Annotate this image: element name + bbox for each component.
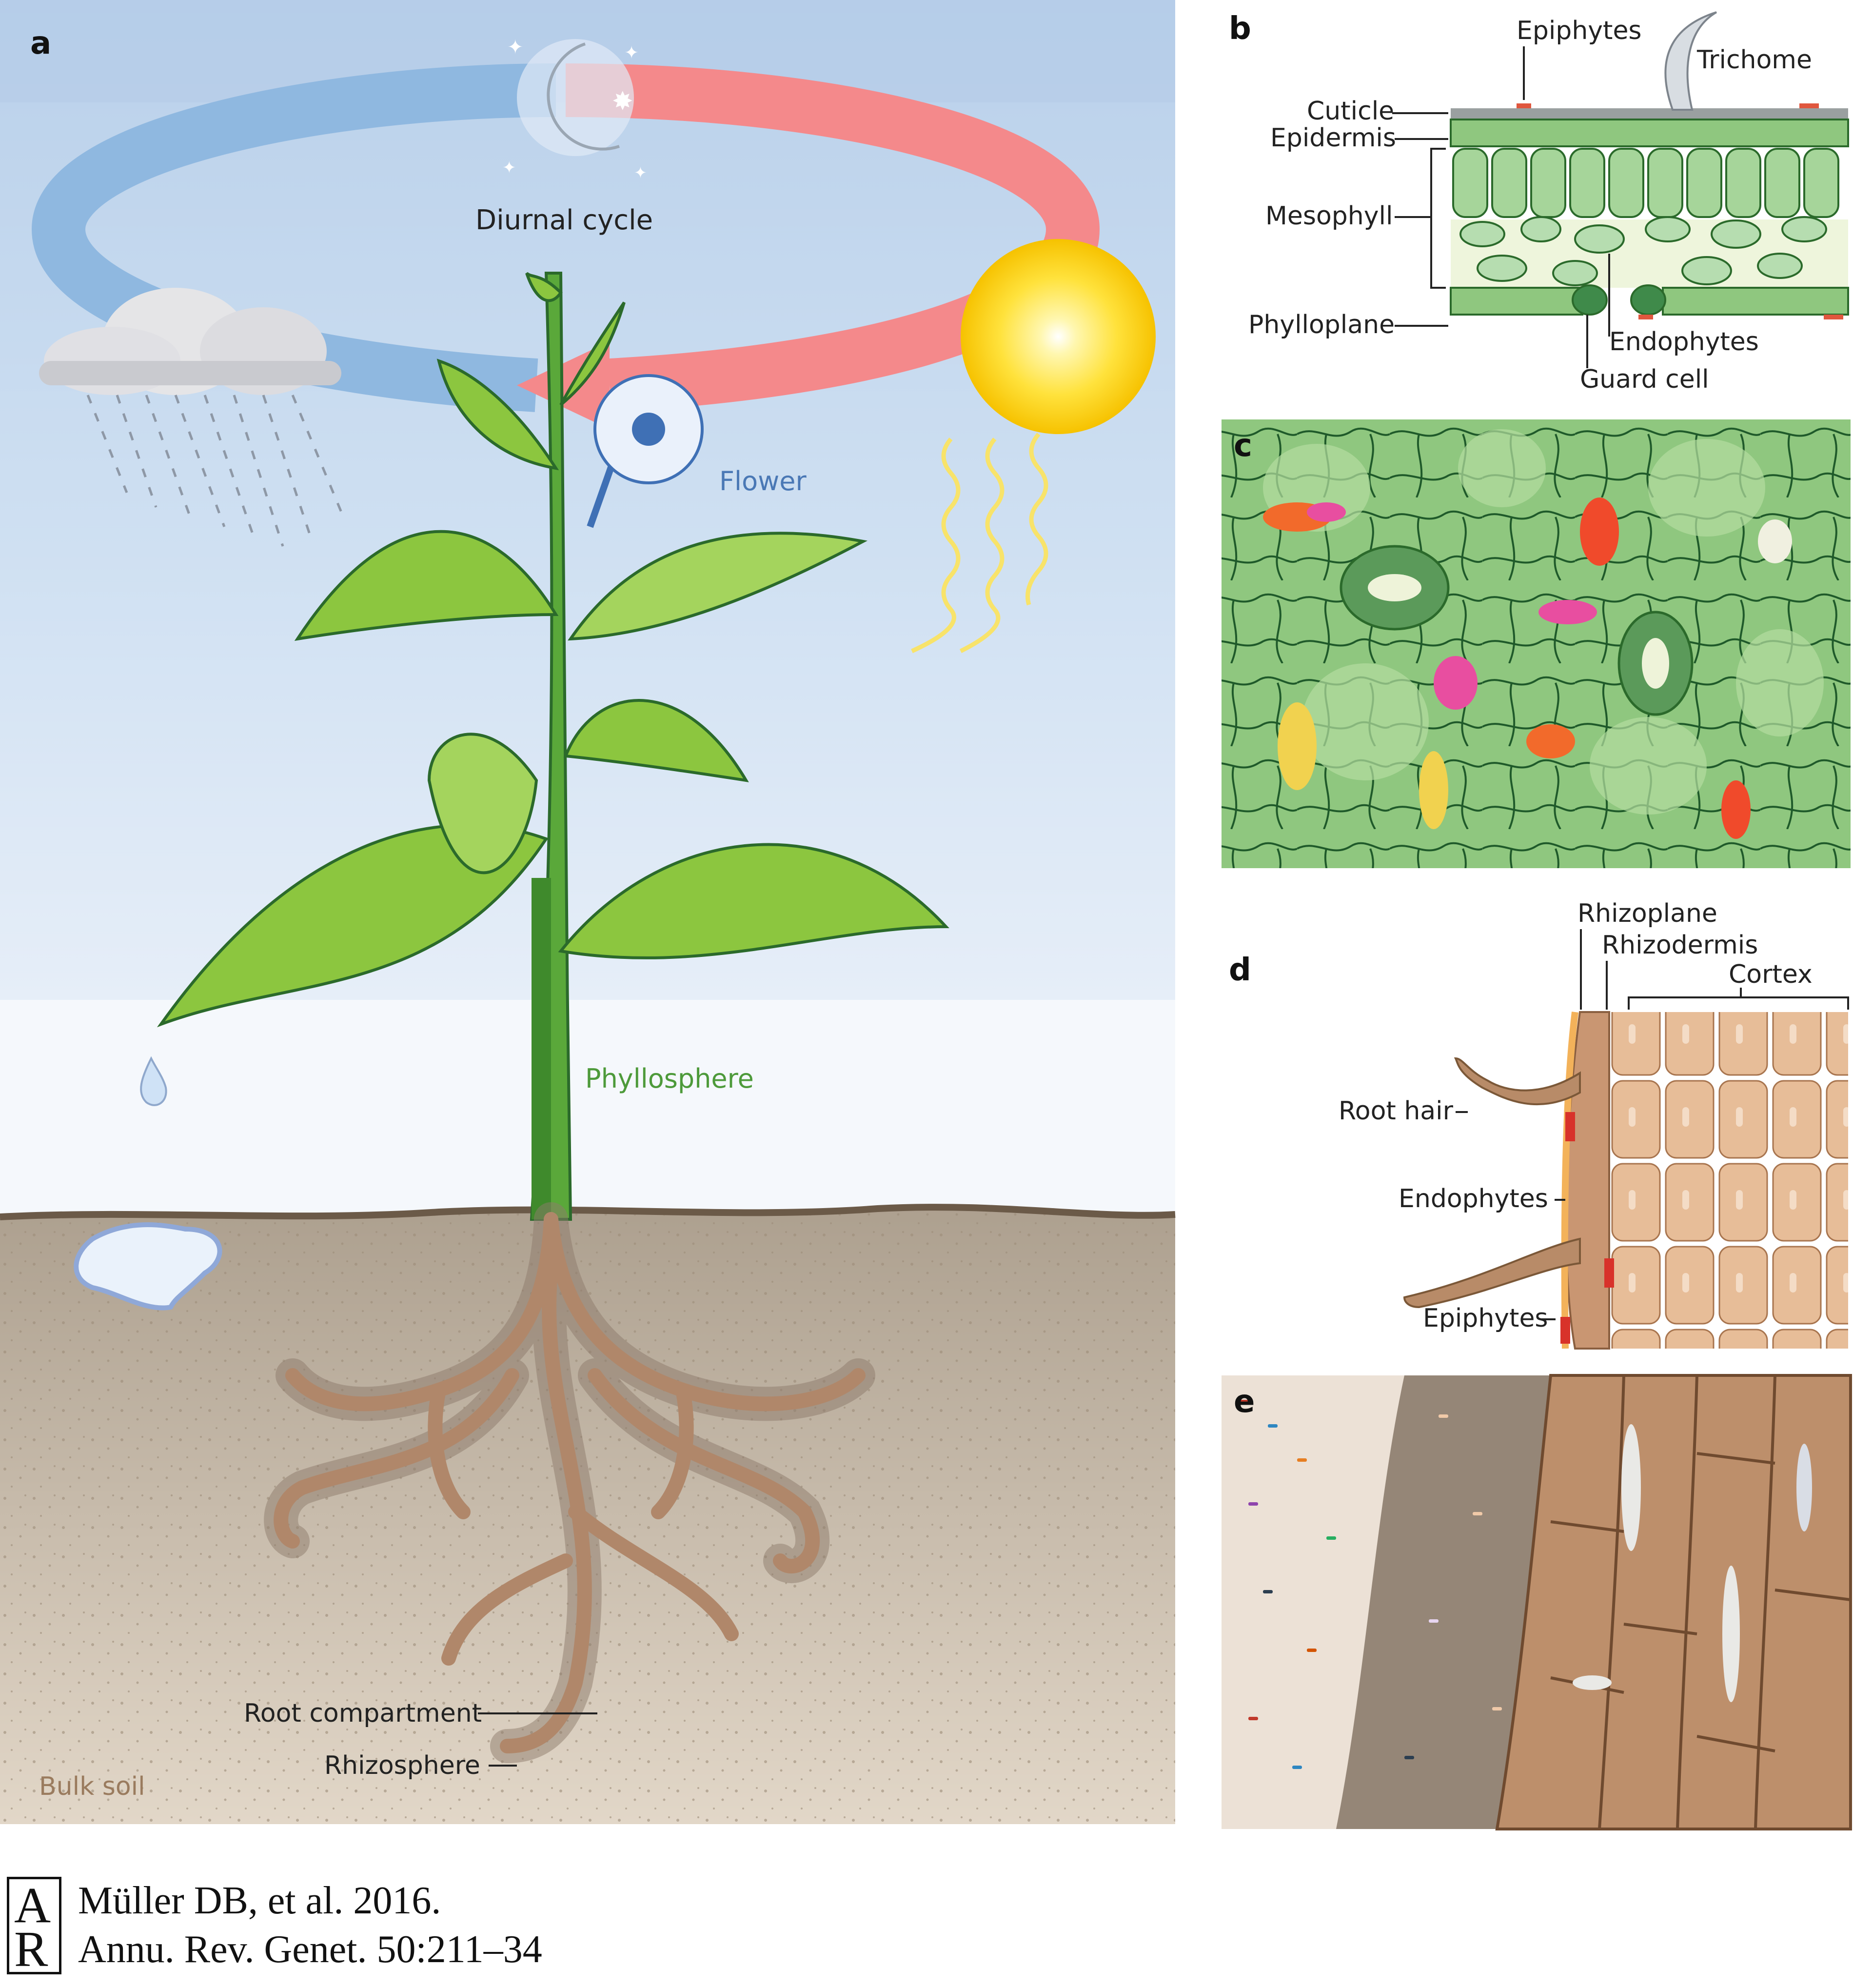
trichome-label: Trichome — [1696, 45, 1812, 75]
mesophyll-label: Mesophyll — [1265, 201, 1393, 231]
annual-reviews-logo: A R — [7, 1877, 61, 1977]
root-hair-label: Root hair — [1339, 1096, 1454, 1126]
diurnal-cycle-label: Diurnal cycle — [475, 204, 653, 236]
root-system — [264, 1202, 875, 1763]
panel-b: b Epiphytes — [1229, 11, 1849, 394]
epidermis-label: Epidermis — [1270, 123, 1396, 153]
mesophyll-bracket — [1395, 148, 1446, 289]
panel-e: e — [1222, 1374, 1852, 1830]
sun-rays — [911, 433, 1048, 654]
root-cell-walls — [1550, 1375, 1851, 1829]
flower-label: Flower — [719, 466, 807, 497]
cortex-bracket — [1628, 988, 1849, 1010]
endophytes-label-d: Endophytes — [1399, 1184, 1548, 1213]
svg-text:✸: ✸ — [612, 87, 633, 116]
day-arrow — [565, 63, 1100, 412]
endophytic-bacteria — [1573, 1424, 1812, 1702]
epiphyte-marks — [1517, 103, 1843, 319]
citation-line-1: Müller DB, et al. 2016. — [78, 1879, 441, 1922]
root-epidermis-zone — [1495, 1374, 1852, 1830]
endophytes-label-b: Endophytes — [1609, 327, 1759, 357]
rhizodermis-label: Rhizodermis — [1602, 931, 1758, 960]
epidermis-cells — [1450, 119, 1849, 147]
rhizoplane-label: Rhizoplane — [1577, 899, 1717, 928]
rain-cloud-icon — [39, 288, 341, 395]
cortex-label: Cortex — [1729, 960, 1813, 989]
plant-stem — [530, 272, 572, 1221]
logo-letter-r: R — [14, 1921, 48, 1977]
water-drop-icon — [140, 1056, 167, 1106]
palisade-cells — [1452, 148, 1839, 218]
flower-icon — [587, 374, 704, 528]
logo-letter-a: A — [14, 1877, 51, 1933]
root-endophyte-marks — [1560, 1112, 1614, 1344]
root-hairs — [1403, 1057, 1581, 1309]
bulk-soil-label: Bulk soil — [39, 1772, 145, 1801]
svg-text:✦: ✦ — [502, 158, 516, 178]
panel-a: ✦ ✦ ✸ ✦ ✦ Diurnal cycle — [0, 0, 1176, 1824]
stomata-icon — [1340, 545, 1694, 716]
soil-bacteria — [1239, 1400, 1502, 1769]
svg-text:✦: ✦ — [507, 36, 524, 59]
sun-icon — [961, 239, 1156, 434]
phylloplane-label: Phylloplane — [1248, 310, 1395, 339]
leaves — [157, 272, 949, 1028]
epiphytes-label-b: Epiphytes — [1517, 16, 1642, 45]
panel-d: d Rhizoplane Rhizodermis Cortex Root hai… — [1229, 899, 1849, 1350]
citation-line-2: Annu. Rev. Genet. 50:211–34 — [78, 1928, 542, 1971]
bacterial-colonies — [1263, 497, 1792, 839]
svg-text:✦: ✦ — [634, 163, 647, 182]
phyllosphere-label: Phyllosphere — [585, 1063, 754, 1094]
guard-cell-label: Guard cell — [1580, 365, 1709, 394]
panel-a-letter: a — [30, 25, 51, 61]
rain-drops — [86, 395, 343, 547]
spongy-cells — [1459, 216, 1827, 286]
star-icons: ✦ ✦ ✸ ✦ ✦ — [502, 36, 647, 182]
lower-epidermis — [1450, 284, 1849, 316]
figure-canvas: ✦ ✦ ✸ ✦ ✦ Diurnal cycle — [0, 0, 1852, 1830]
svg-text:✦: ✦ — [624, 43, 639, 63]
epiphytes-label-d: Epiphytes — [1423, 1304, 1548, 1333]
panel-d-letter: d — [1229, 952, 1251, 988]
rhizosphere-zone — [1336, 1375, 1551, 1829]
panel-c: c — [1222, 419, 1851, 868]
trichome-icon — [1664, 11, 1717, 111]
moon-icon — [517, 39, 634, 156]
rhizosphere-label: Rhizosphere — [324, 1751, 480, 1780]
cuticle-label: Cuticle — [1307, 97, 1394, 126]
panel-b-letter: b — [1229, 11, 1251, 47]
cortex-cells — [1609, 1012, 1848, 1349]
panel-e-letter: e — [1234, 1384, 1255, 1420]
panel-c-letter: c — [1234, 428, 1252, 464]
root-compartment-label: Root compartment — [244, 1699, 482, 1728]
soil-water-pocket — [74, 1222, 222, 1311]
